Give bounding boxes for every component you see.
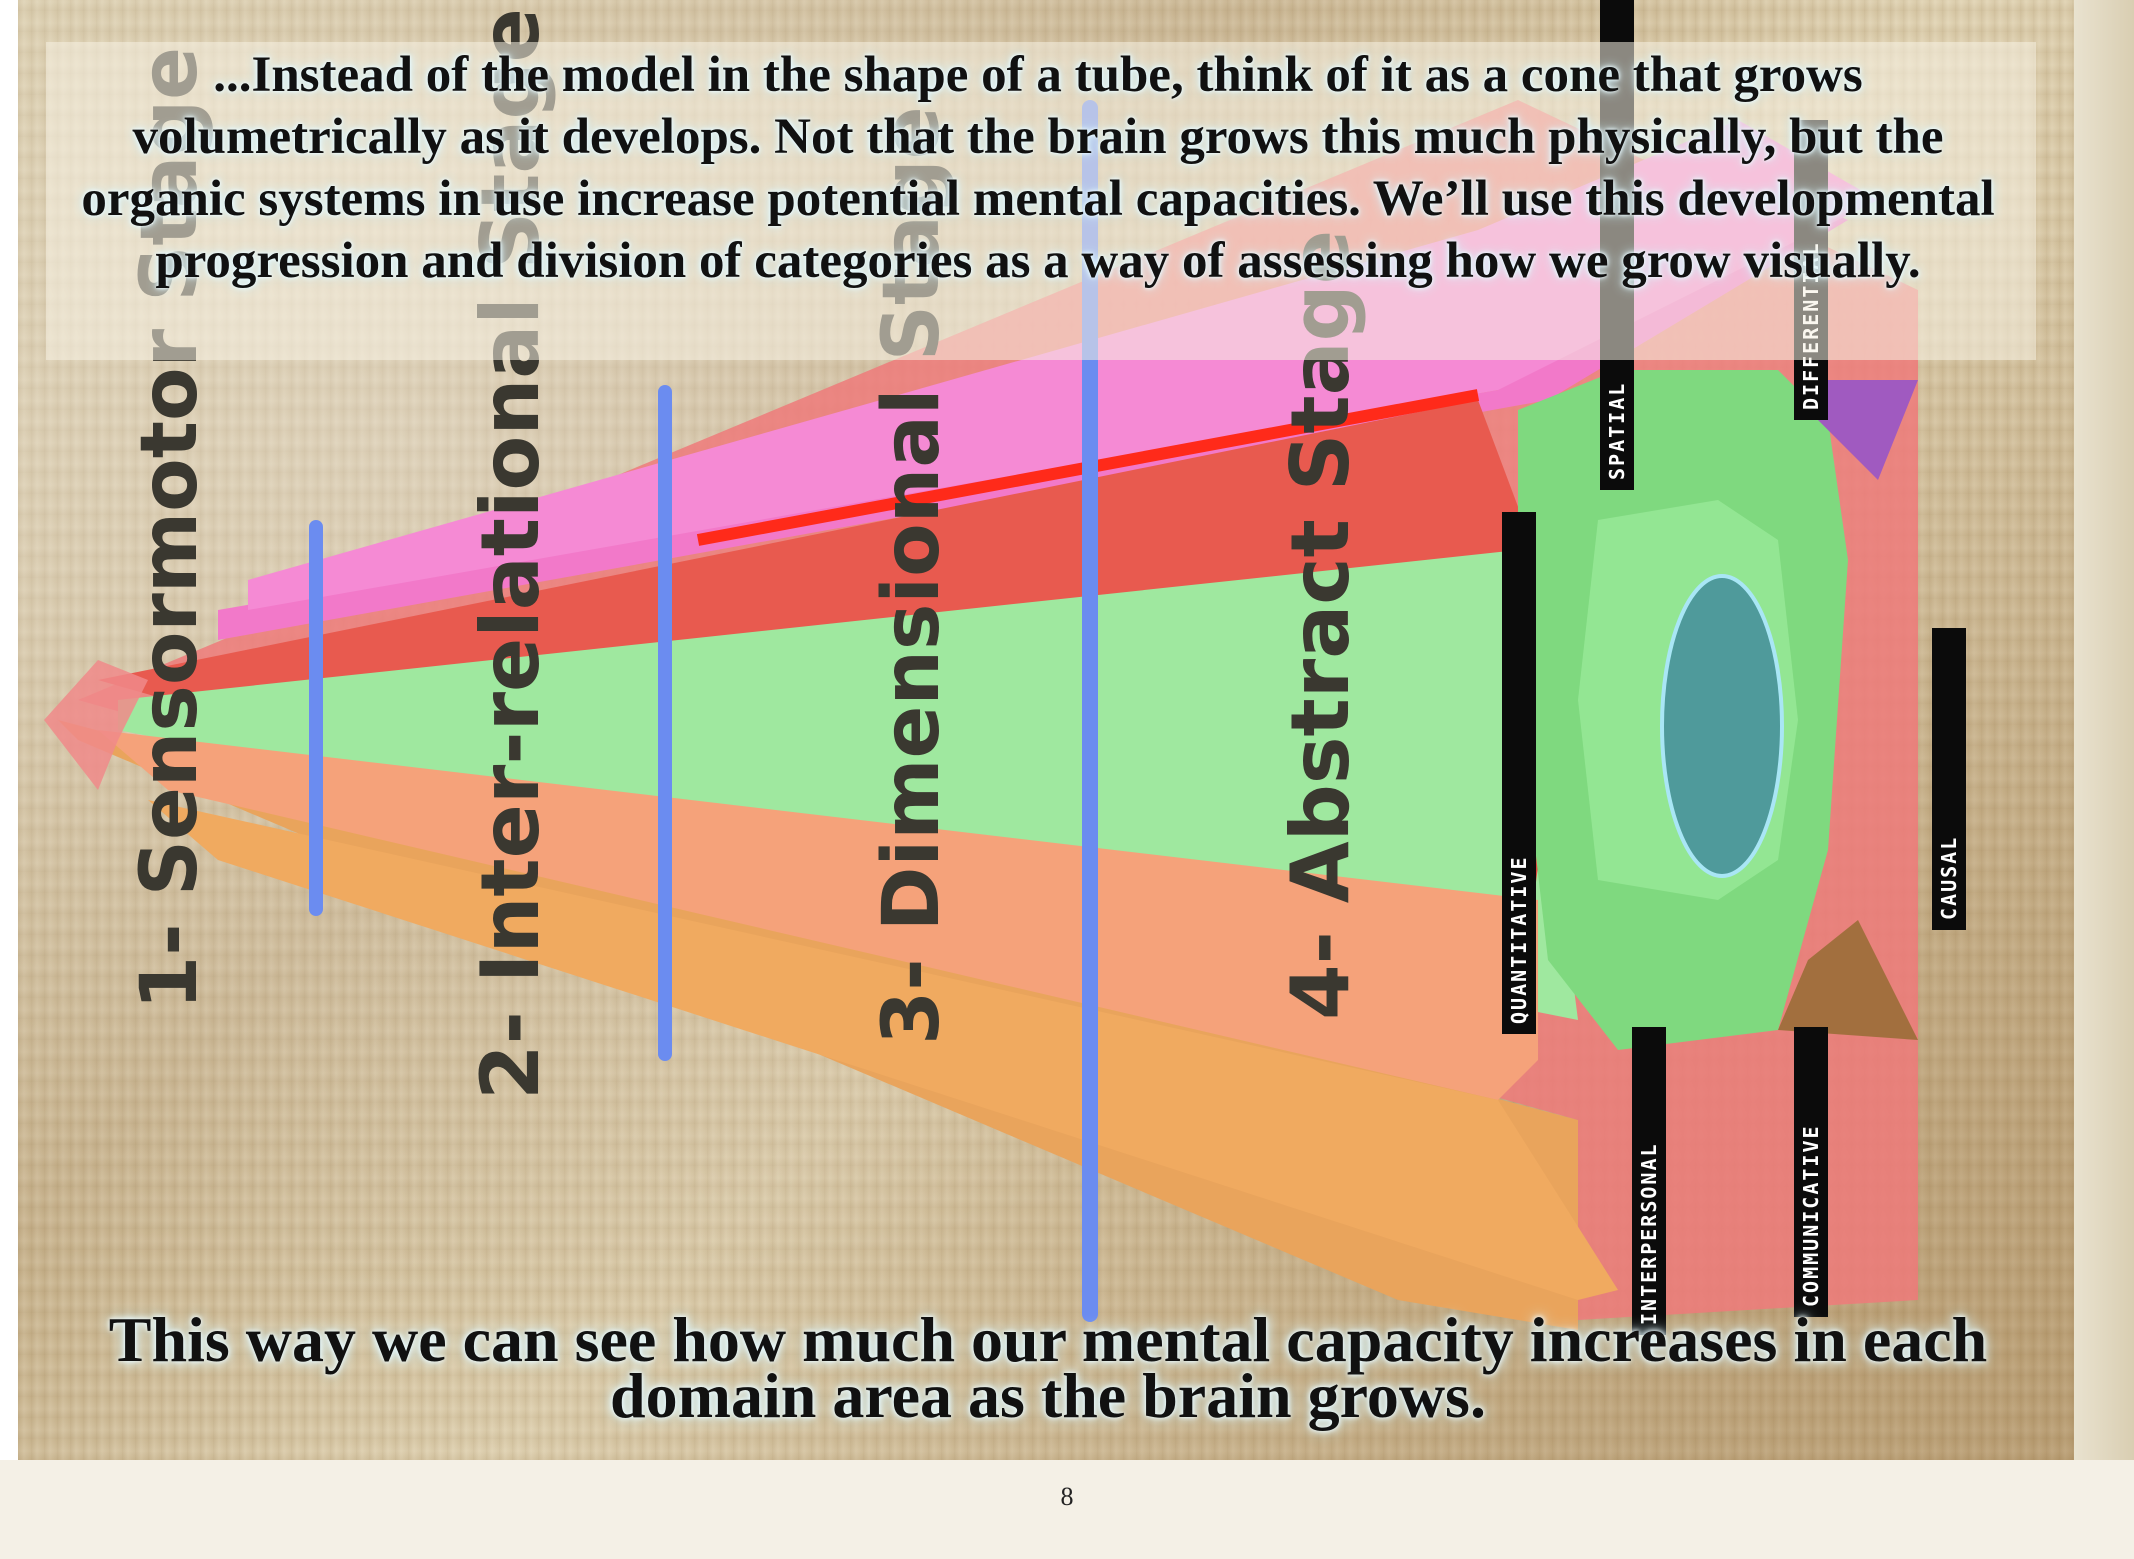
domain-tag-causal: CAUSAL <box>1937 836 1961 920</box>
intro-paragraph: ...Instead of the model in the shape of … <box>81 47 1995 289</box>
domain-tag-quantitative: QUANTITATIVE <box>1507 856 1531 1025</box>
domain-tag-bar-quantitative <box>1502 512 1536 1034</box>
page-footer-area <box>0 1460 2134 1559</box>
domain-tag-communicative: COMMUNICATIVE <box>1799 1124 1823 1307</box>
cone-salmon-band <box>98 730 1538 1100</box>
domain-tag-spatial: SPATIAL <box>1605 382 1629 480</box>
cone-center-hole <box>1660 574 1784 878</box>
page-number: 8 <box>1060 1482 1074 1511</box>
stage-divider-3 <box>1082 100 1098 1322</box>
cone-diagram: 1- Sensormotor Stage 2- Inter-relational… <box>44 0 1966 1335</box>
cone-purple-facet <box>1818 380 1918 480</box>
domain-tag-bar-causal <box>1932 628 1966 930</box>
stage-divider-2 <box>658 385 672 1061</box>
intro-text-panel <box>46 42 2036 360</box>
cone-brown-facet <box>1778 920 1918 1040</box>
domain-tag-interpersonal: INTERPERSONAL <box>1637 1142 1661 1325</box>
domain-tag-bar-communicative <box>1794 1027 1828 1317</box>
stage-label-4: 4- Abstract Stage <box>1274 230 1367 1020</box>
page-right-margin <box>2074 0 2134 1460</box>
stage-divider-1 <box>309 520 323 916</box>
domain-tag-bar-interpersonal <box>1632 1027 1666 1335</box>
cone-red-band <box>98 400 1538 700</box>
closing-paragraph: This way we can see how much our mental … <box>108 1304 1988 1431</box>
slide-background: 1- Sensormotor Stage 2- Inter-relational… <box>18 0 2074 1460</box>
cone-orange-band <box>148 800 1618 1300</box>
cone-tip <box>44 660 148 790</box>
